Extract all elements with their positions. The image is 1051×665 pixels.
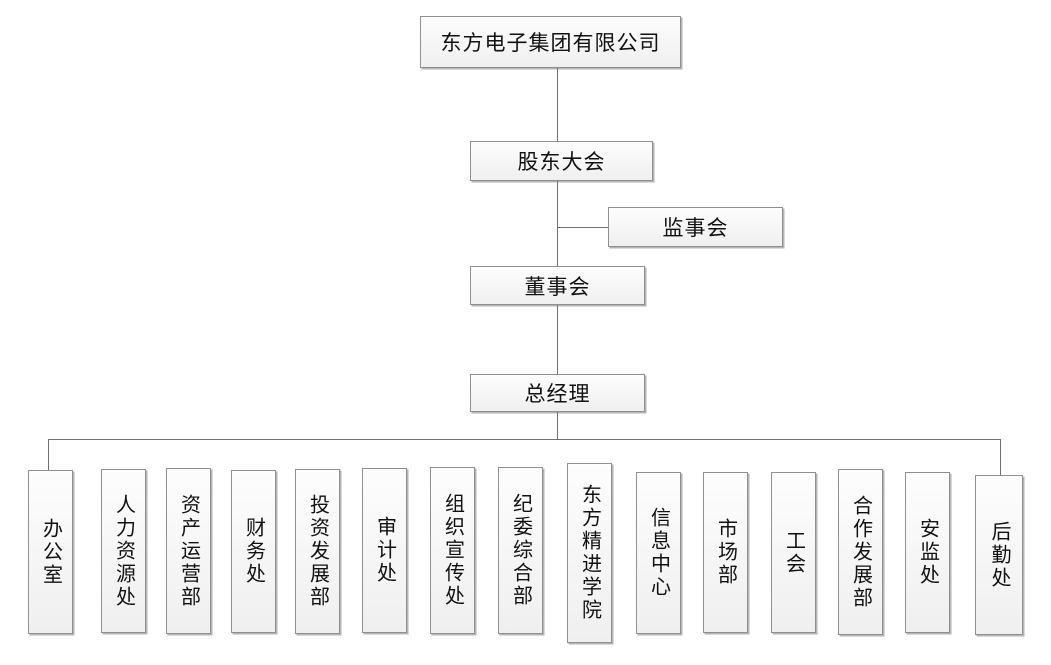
department-discipline-inspection[interactable]: 纪委综合部: [498, 467, 543, 634]
department-information-center[interactable]: 信息中心: [636, 472, 681, 634]
department-marketing-label: 市场部: [714, 518, 737, 587]
department-logistics[interactable]: 后勤处: [975, 475, 1023, 635]
node-board-of-supervisors-label: 监事会: [662, 216, 729, 240]
department-office-label: 办公室: [39, 517, 62, 587]
department-finance[interactable]: 财务处: [231, 470, 276, 633]
node-general-manager-label: 总经理: [524, 382, 591, 406]
department-human-resources[interactable]: 人力资源处: [101, 469, 146, 633]
node-shareholders-meeting[interactable]: 股东大会: [470, 141, 653, 181]
connector-bus-to-first-department: [48, 439, 49, 470]
department-finance-label: 财务处: [242, 517, 265, 586]
department-organization-publicity[interactable]: 组织宣传处: [430, 467, 475, 634]
department-cooperation-development[interactable]: 合作发展部: [838, 469, 883, 635]
department-marketing[interactable]: 市场部: [703, 472, 748, 633]
department-discipline-inspection-label: 纪委综合部: [509, 493, 532, 608]
department-audit-label: 审计处: [373, 516, 396, 585]
node-board-of-supervisors[interactable]: 监事会: [608, 207, 783, 247]
node-general-manager[interactable]: 总经理: [470, 374, 645, 412]
connector-bus-to-last-department: [1000, 439, 1001, 475]
connector-to-supervisors: [557, 227, 609, 228]
department-labor-union-label: 工会: [782, 529, 805, 576]
department-safety-supervision-label: 安监处: [916, 518, 939, 587]
node-board-of-directors[interactable]: 董事会: [470, 266, 645, 305]
department-labor-union[interactable]: 工会: [771, 472, 816, 633]
connector-shareholders-to-board: [557, 181, 558, 266]
connector-root-to-shareholders: [557, 68, 558, 141]
node-shareholders-meeting-label: 股东大会: [517, 150, 606, 174]
node-root-company-label: 东方电子集团有限公司: [440, 31, 661, 55]
node-root-company[interactable]: 东方电子集团有限公司: [420, 16, 681, 68]
department-asset-operation-label: 资产运营部: [177, 493, 200, 609]
department-office[interactable]: 办公室: [28, 470, 73, 634]
department-cooperation-development-label: 合作发展部: [849, 494, 872, 610]
department-human-resources-label: 人力资源处: [112, 493, 135, 609]
department-organization-publicity-label: 组织宣传处: [441, 493, 464, 608]
department-asset-operation[interactable]: 资产运营部: [166, 468, 211, 634]
department-dongfang-academy-label: 东方精进学院: [578, 484, 601, 622]
node-board-of-directors-label: 董事会: [524, 274, 591, 299]
connector-board-to-gm: [557, 305, 558, 374]
department-dongfang-academy[interactable]: 东方精进学院: [567, 463, 612, 643]
department-safety-supervision[interactable]: 安监处: [905, 472, 950, 633]
department-investment-development-label: 投资发展部: [306, 494, 329, 609]
department-investment-development[interactable]: 投资发展部: [295, 469, 340, 634]
connector-gm-to-bus: [557, 412, 558, 439]
department-logistics-label: 后勤处: [988, 520, 1010, 590]
connector-department-bus: [48, 439, 1001, 440]
department-information-center-label: 信息中心: [647, 507, 670, 599]
department-audit[interactable]: 审计处: [362, 468, 407, 633]
